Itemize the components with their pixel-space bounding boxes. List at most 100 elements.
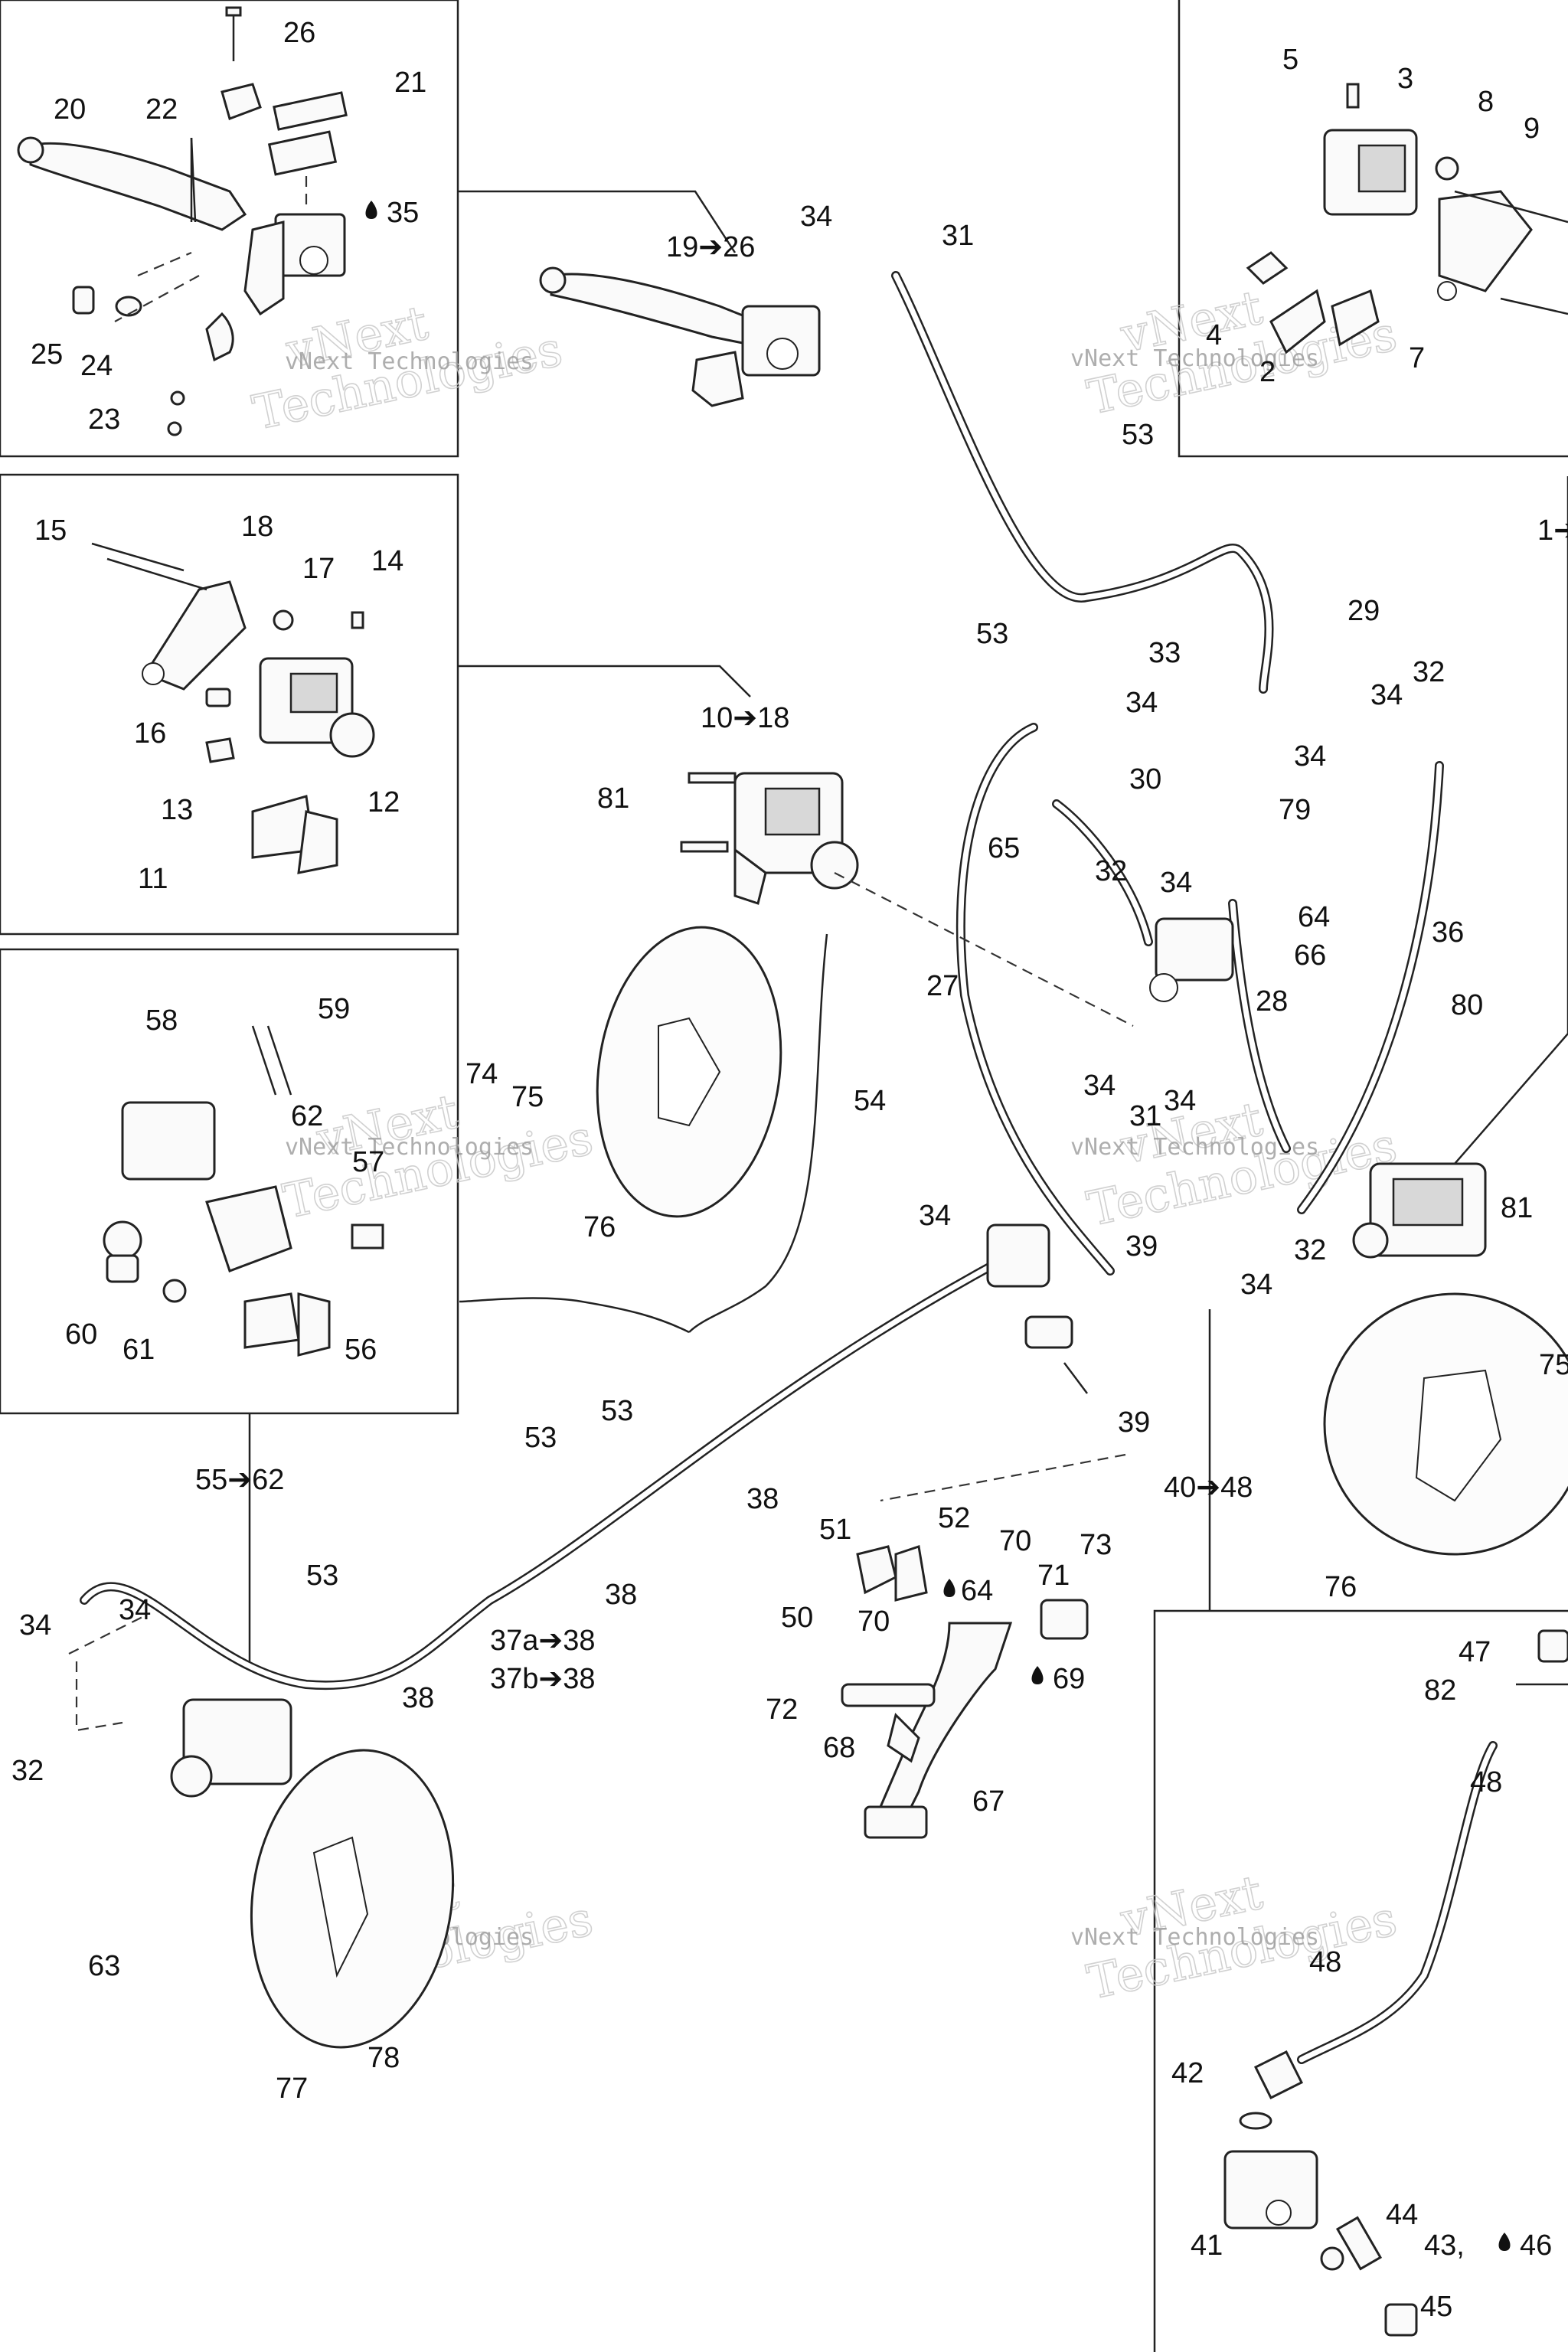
callout-69: 69 <box>1053 1663 1085 1695</box>
callout-71: 71 <box>1037 1560 1070 1592</box>
callout-41: 41 <box>1191 2230 1223 2262</box>
callout-45: 45 <box>1420 2291 1452 2323</box>
callout-37b: 37b➔38 <box>490 1663 596 1695</box>
callout-60: 60 <box>65 1318 97 1351</box>
callout-28: 28 <box>1256 985 1288 1018</box>
callout-53b: 53 <box>976 618 1008 650</box>
callout-29: 29 <box>1348 595 1380 627</box>
callout-48a: 48 <box>1470 1766 1502 1798</box>
right-front-caliper-parts <box>1246 83 1568 354</box>
front-master-cylinder <box>539 266 821 407</box>
callout-30: 30 <box>1129 763 1161 795</box>
fluid-drop-icon <box>1498 2233 1511 2251</box>
callout-75a: 75 <box>511 1081 544 1113</box>
callout-26: 26 <box>283 17 315 49</box>
alignment-dashes <box>68 251 1134 1732</box>
callout-34f: 34 <box>1083 1070 1116 1102</box>
callout-61: 61 <box>122 1334 155 1366</box>
callout-25: 25 <box>31 338 63 371</box>
callout-50: 50 <box>781 1602 813 1634</box>
callout-31b: 31 <box>1129 1100 1161 1132</box>
callout-43: 43, <box>1424 2230 1465 2262</box>
callout-56: 56 <box>345 1334 377 1366</box>
callout-34k: 34 <box>119 1594 151 1626</box>
callout-34i: 34 <box>1240 1269 1272 1301</box>
frame-front-caliper-left <box>0 473 459 936</box>
callout-32c: 32 <box>1294 1234 1326 1266</box>
callout-37a: 37a➔38 <box>490 1625 596 1657</box>
callout-81a: 81 <box>597 782 629 815</box>
rear-disc <box>250 1749 455 2049</box>
callout-76b: 76 <box>1325 1571 1357 1603</box>
watermark-text: vNext Technologies <box>285 348 534 375</box>
watermark-text: vNext Technologies <box>1070 345 1319 372</box>
callout-53c: 53 <box>601 1395 633 1427</box>
callout-1: 1➔ <box>1537 514 1568 547</box>
callout-21: 21 <box>394 67 426 99</box>
callout-16: 16 <box>134 717 166 750</box>
callout-34d: 34 <box>1370 679 1403 711</box>
left-rear-caliper-parts <box>103 1025 384 1357</box>
callout-3: 3 <box>1397 63 1413 95</box>
watermarks: vNext Technologies vNext Technologies vN… <box>247 279 1402 2011</box>
callout-54: 54 <box>854 1085 886 1117</box>
callout-53a: 53 <box>1122 419 1154 451</box>
callout-7: 7 <box>1409 342 1425 374</box>
callout-34a: 34 <box>800 201 832 233</box>
frame-rear-master-cylinder <box>1153 1609 1568 2352</box>
callout-76a: 76 <box>583 1211 616 1243</box>
callout-23: 23 <box>88 403 120 436</box>
callout-64a: 64 <box>1298 901 1330 933</box>
watermark-text: vNext Technologies <box>285 1134 534 1161</box>
callout-38a: 38 <box>746 1483 779 1515</box>
callout-63: 63 <box>88 1950 120 1982</box>
callout-44: 44 <box>1386 2199 1418 2231</box>
callout-68: 68 <box>823 1732 855 1764</box>
watermark-text: vNext Technologies <box>1070 1924 1319 1951</box>
callout-34b: 34 <box>1125 687 1158 719</box>
callout-5: 5 <box>1282 44 1298 76</box>
callout-19: 19➔26 <box>666 231 755 263</box>
right-front-caliper <box>1352 1162 1487 1259</box>
callout-22: 22 <box>145 93 178 126</box>
callout-12: 12 <box>368 786 400 818</box>
callout-75b: 75 <box>1539 1349 1568 1381</box>
callout-32a: 32 <box>1413 656 1445 688</box>
callout-53d: 53 <box>524 1422 557 1454</box>
callout-64b: 64 <box>961 1575 993 1607</box>
callout-27: 27 <box>926 970 959 1002</box>
front-brake-hoses <box>891 271 1444 1276</box>
rear-master-cylinder <box>986 1223 1088 1394</box>
brake-pedal <box>841 1545 1089 1839</box>
callout-55: 55➔62 <box>195 1464 284 1496</box>
callout-39b: 39 <box>1118 1406 1150 1439</box>
callout-11: 11 <box>138 863 168 895</box>
callout-52: 52 <box>938 1502 970 1534</box>
callout-38b: 38 <box>605 1579 637 1611</box>
callout-53e: 53 <box>306 1560 338 1592</box>
callout-72: 72 <box>766 1694 798 1726</box>
front-discs <box>596 926 1568 1556</box>
callout-2: 2 <box>1259 356 1276 388</box>
frame-rear-caliper-left <box>0 948 459 1415</box>
callout-70a: 70 <box>999 1525 1031 1557</box>
callout-81b: 81 <box>1501 1192 1533 1224</box>
callout-13: 13 <box>161 794 193 826</box>
callout-57: 57 <box>352 1146 384 1178</box>
left-front-caliper-parts <box>91 542 375 874</box>
fluid-drop-icon <box>943 1579 956 1597</box>
frame-front-master-cylinder <box>0 0 459 458</box>
callout-74: 74 <box>466 1058 498 1090</box>
callout-34e: 34 <box>1160 867 1192 899</box>
callout-34c: 34 <box>1294 740 1326 773</box>
callout-40: 40➔48 <box>1164 1472 1253 1504</box>
callout-39a: 39 <box>1125 1230 1158 1263</box>
callout-46: 46 <box>1520 2230 1552 2262</box>
callout-9: 9 <box>1524 113 1540 145</box>
callout-82: 82 <box>1424 1674 1456 1707</box>
fluid-drop-icon <box>1031 1666 1044 1684</box>
callout-17: 17 <box>302 553 335 585</box>
callout-32b: 32 <box>1095 855 1127 887</box>
